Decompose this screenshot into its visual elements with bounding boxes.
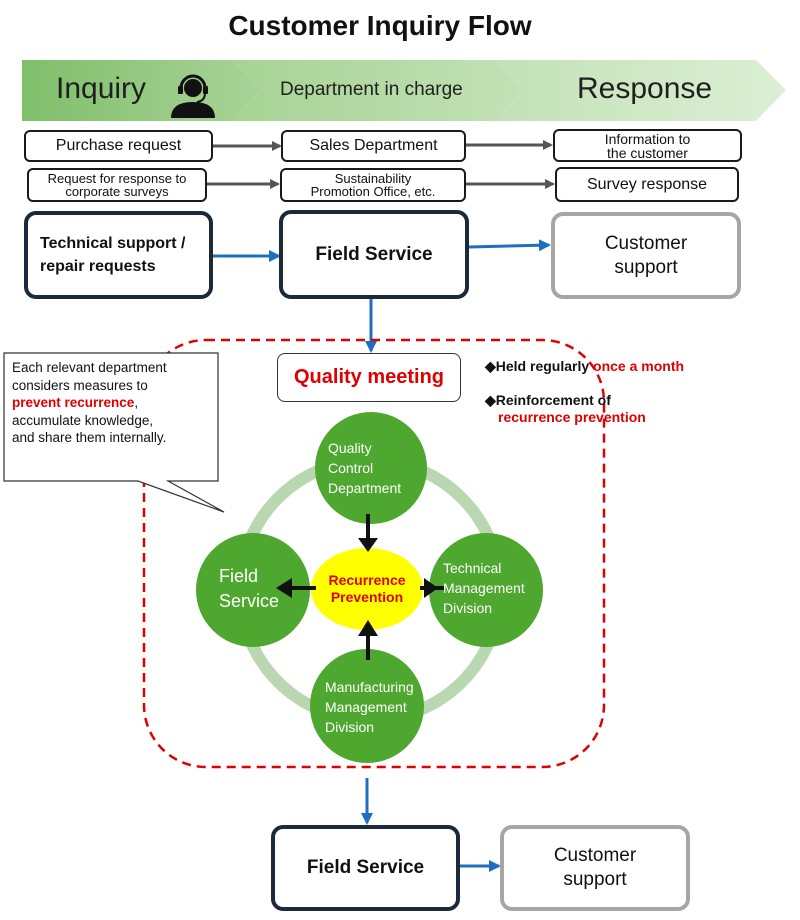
field-service-box: Field Service	[279, 210, 469, 299]
circle-manufacturing-management	[310, 649, 424, 763]
callout-line1: Each relevant department	[12, 360, 167, 375]
quality-control-line3: Department	[328, 480, 402, 496]
purchase-request-label: Purchase request	[55, 137, 182, 154]
recurrence-prevention-line1: Recurrence	[328, 572, 406, 588]
purchase-request-box: Purchase request	[24, 130, 213, 162]
quality-control-line1: Quality	[328, 440, 372, 456]
recurrence-prevention-line2: Prevention	[330, 589, 404, 605]
bottom-customer-support-line1: Customer	[553, 845, 637, 866]
note-held-highlight: once a month	[593, 358, 685, 374]
note-held-prefix: ◆Held regularly	[485, 358, 594, 374]
callout-line4: accumulate knowledge,	[12, 412, 154, 428]
callout-line3-suffix: ,	[134, 395, 139, 410]
technical-support-line2: repair requests	[40, 258, 156, 275]
bottom-customer-support-box: Customer support	[500, 825, 690, 911]
headset-operator-icon	[171, 74, 215, 118]
customer-support-box: Customer support	[551, 212, 741, 299]
manufacturing-management-line1: Manufacturing	[325, 679, 414, 695]
manufacturing-management-line2: Management	[325, 699, 407, 715]
sustainability-office-line2: Promotion Office, etc.	[310, 184, 436, 199]
callout-line5: and share them internally.	[12, 430, 167, 445]
phase-banner-response	[494, 60, 786, 121]
circle-quality-control	[315, 412, 427, 524]
information-customer-line1: Information to	[604, 130, 691, 147]
customer-support-line2: support	[614, 256, 678, 278]
quality-control-line2: Control	[328, 460, 374, 476]
recurrence-prevention-label: Recurrence Prevention	[311, 572, 423, 606]
survey-response-box: Survey response	[555, 167, 739, 202]
arrow-fieldservice-support	[468, 239, 551, 252]
field-service-circle-label: Field Service	[219, 564, 309, 614]
survey-request-line2: corporate surveys	[65, 184, 169, 199]
callout-highlight: prevent recurrence	[12, 395, 135, 410]
survey-request-line1: Request for response to	[47, 171, 187, 186]
survey-request-box: Request for response to corporate survey…	[27, 168, 207, 202]
sustainability-office-line1: Sustainability	[334, 171, 412, 186]
information-customer-box: Information to the customer	[553, 129, 742, 162]
center-arrows	[276, 514, 444, 660]
sales-department-box: Sales Department	[281, 130, 466, 162]
quality-meeting-label: Quality meeting	[293, 366, 445, 388]
bottom-customer-support-line2: support	[563, 869, 627, 890]
customer-support-line1: Customer	[604, 232, 688, 254]
callout-bubble	[3, 352, 225, 513]
circle-field-service	[196, 533, 310, 647]
phase-label-department: Department in charge	[280, 79, 463, 100]
field-service-circle-line1: Field	[219, 566, 259, 586]
note-reinforce-line1: ◆Reinforcement of	[485, 392, 611, 408]
quality-meeting-box: Quality meeting	[277, 353, 461, 402]
technical-management-line2: Management	[443, 580, 525, 596]
circle-technical-management	[429, 533, 543, 647]
technical-support-line1: Technical support /	[40, 235, 186, 252]
sustainability-office-box: Sustainability Promotion Office, etc.	[280, 168, 466, 202]
survey-response-label: Survey response	[586, 175, 708, 193]
phase-banner-department	[232, 60, 524, 121]
technical-management-line3: Division	[443, 600, 493, 616]
manufacturing-management-line3: Division	[325, 719, 375, 735]
dashed-recurrence-region	[142, 338, 606, 769]
manufacturing-management-label: Manufacturing Management Division	[325, 677, 425, 737]
note-held-regularly: ◆Held regularly once a month	[485, 358, 785, 375]
quality-control-label: Quality Control Department	[328, 438, 428, 498]
center-recurrence-prevention	[311, 548, 423, 630]
note-reinforcement: ◆Reinforcement of recurrence prevention	[485, 392, 785, 426]
callout-line3: prevent recurrence,	[12, 394, 216, 412]
information-customer-line2: the customer	[607, 144, 688, 161]
callout-text: Each relevant department considers measu…	[12, 359, 216, 447]
technical-support-box: Technical support / repair requests	[24, 211, 213, 299]
callout-line2: considers measures to	[12, 377, 148, 393]
technical-management-label: Technical Management Division	[443, 558, 553, 618]
sales-department-label: Sales Department	[309, 137, 438, 154]
page-title: Customer Inquiry Flow	[228, 10, 532, 41]
field-service-circle-line2: Service	[219, 591, 280, 611]
field-service-label: Field Service	[315, 243, 433, 265]
phase-label-inquiry: Inquiry	[56, 72, 147, 105]
note-reinforce-highlight: recurrence prevention	[498, 409, 646, 425]
phase-label-response: Response	[577, 72, 713, 105]
bottom-field-service-label: Field Service	[306, 857, 425, 878]
technical-management-line1: Technical	[443, 560, 502, 576]
bottom-field-service-box: Field Service	[271, 825, 460, 911]
